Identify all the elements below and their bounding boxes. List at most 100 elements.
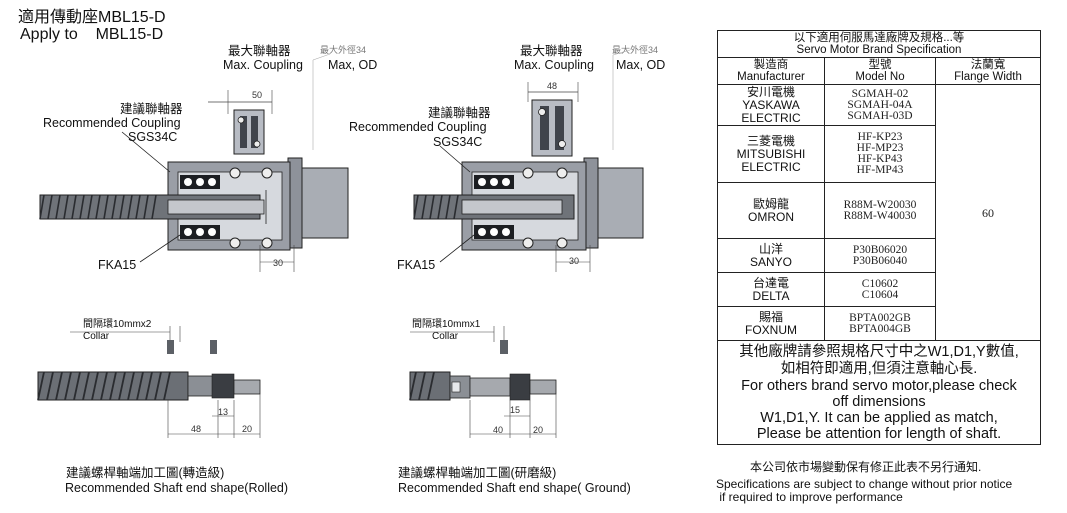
model-no: P30B06020 — [852, 243, 908, 256]
right-shaft-dim-40: 40 — [493, 425, 504, 435]
mfg-en2: ELECTRIC — [741, 110, 801, 125]
left-fka-label: FKA15 — [98, 258, 137, 272]
model-no: HF-KP23 — [857, 131, 903, 143]
left-caption-en: Recommended Shaft end shape(Rolled) — [65, 481, 289, 495]
right-fka-label: FKA15 — [397, 258, 436, 272]
mfg-en: FOXNUM — [745, 322, 797, 337]
left-caption-cn: 建議螺桿軸端加工圖(轉造級) — [66, 466, 225, 480]
col-manufacturer-en: Manufacturer — [737, 71, 805, 83]
table-row: 安川電機 YASKAWA ELECTRIC SGMAH-02 SGMAH-04A… — [717, 84, 1041, 341]
left-shaft-dim-48: 48 — [191, 424, 202, 434]
mfg-en: SANYO — [749, 254, 792, 269]
note-cn-1: 其他廠牌請參照規格尺寸中之W1,D1,Y數值, — [739, 343, 1019, 360]
right-shaft-drawing — [409, 326, 557, 438]
table-row: 山洋 SANYO P30B06020 P30B06040 — [717, 238, 1041, 273]
col-flange-cn: 法蘭寬 — [970, 59, 1006, 71]
title-en: Apply to MBL15-D — [20, 26, 164, 43]
model-no: HF-MP23 — [856, 142, 904, 154]
col-manufacturer-cn: 製造商 — [753, 59, 789, 71]
model-no: HF-MP43 — [856, 164, 904, 176]
note-en-3: W1,D1,Y. It can be applied as match, — [760, 409, 998, 426]
left-shaft-dim-13: 13 — [218, 407, 229, 417]
model-no: SGMAH-03D — [847, 109, 913, 122]
note-cn-2: 如相符即適用,但須注意軸心長. — [780, 360, 978, 377]
mfg-cn: 三菱電機 — [746, 133, 795, 148]
model-no: SGMAH-02 — [851, 87, 909, 100]
footer-cn: 本公司依市場變動保有修正此表不另行通知. — [750, 460, 982, 474]
left-dim-top: 50 — [252, 90, 263, 100]
right-max-od-cn: 最大外徑34 — [612, 45, 659, 55]
mfg-en: YASKAWA — [742, 97, 800, 112]
table-row: 歐姆龍 OMRON R88M-W20030 R88M-W40030 — [717, 182, 1041, 239]
model-no: SGMAH-04A — [847, 98, 913, 111]
right-collar-cn: 間隔環10mmx1 — [412, 319, 481, 330]
left-rec-coupling-model: SGS34C — [128, 130, 178, 144]
model-no: P30B06040 — [852, 254, 908, 267]
left-rec-coupling-en: Recommended Coupling — [43, 116, 181, 130]
footer-en-2: if required to improve performance — [716, 490, 903, 504]
mfg-cn: 台達電 — [752, 275, 789, 290]
mfg-en: MITSUBISHI — [736, 146, 806, 161]
model-no: C10604 — [861, 288, 899, 301]
left-shaft-dim-20: 20 — [242, 424, 253, 434]
table-header-cn: 以下適用伺服馬達廠牌及規格...等 — [793, 32, 965, 44]
right-assembly-drawing — [413, 49, 644, 272]
left-max-coupling-en: Max. Coupling — [223, 58, 303, 72]
col-model-en: Model No — [855, 71, 905, 83]
note-en-4: Please be attention for length of shaft. — [756, 425, 1002, 442]
right-rec-coupling-en: Recommended Coupling — [349, 120, 487, 134]
model-no: R88M-W20030 — [843, 198, 917, 211]
left-max-coupling-cn: 最大聯軸器 — [228, 44, 291, 58]
left-collar-en: Collar — [83, 331, 110, 342]
left-dim-30: 30 — [273, 258, 284, 268]
mfg-cn: 賜福 — [758, 309, 783, 324]
table-header: 以下適用伺服馬達廠牌及規格...等 Servo Motor Brand Spec… — [717, 30, 1041, 58]
right-collar-en: Collar — [432, 331, 459, 342]
right-max-coupling-cn: 最大聯軸器 — [520, 44, 583, 58]
flange-width-value: 60 — [935, 84, 1041, 341]
right-dim-top: 48 — [547, 81, 558, 91]
right-shaft-dim-15: 15 — [510, 405, 521, 415]
note-en-1: For others brand servo motor,please chec… — [741, 377, 1017, 394]
left-max-od-cn: 最大外徑34 — [320, 45, 367, 55]
table-row: 台達電 DELTA C10602 C10604 — [717, 272, 1041, 307]
mfg-en2: ELECTRIC — [741, 159, 801, 174]
title-cn: 適用傳動座MBL15-D — [18, 9, 166, 26]
col-manufacturer: 製造商 Manufacturer — [717, 57, 825, 85]
right-dim-30: 30 — [569, 256, 580, 266]
right-max-od-en: Max, OD — [616, 58, 666, 72]
left-collar-cn: 間隔環10mmx2 — [83, 319, 152, 330]
col-flange-en: Flange Width — [954, 71, 1022, 83]
col-model: 型號 Model No — [824, 57, 936, 85]
model-no: HF-KP43 — [857, 153, 903, 165]
table-header-en: Servo Motor Brand Specification — [796, 44, 962, 56]
flange-width-text: 60 — [982, 205, 994, 220]
table-note: 其他廠牌請參照規格尺寸中之W1,D1,Y數值, 如相符即適用,但須注意軸心長. … — [717, 340, 1041, 445]
mfg-en: DELTA — [752, 288, 790, 303]
left-rec-coupling-cn: 建議聯軸器 — [120, 102, 183, 116]
mfg-en: OMRON — [748, 209, 794, 224]
note-en-2: off dimensions — [832, 393, 926, 410]
servo-motor-spec-table: 以下適用伺服馬達廠牌及規格...等 Servo Motor Brand Spec… — [717, 30, 1041, 445]
right-rec-coupling-cn: 建議聯軸器 — [428, 106, 491, 120]
right-shaft-dim-20: 20 — [533, 425, 544, 435]
right-max-coupling-en: Max. Coupling — [514, 58, 594, 72]
model-no: BPTA002GB — [849, 311, 911, 324]
mfg-cn: 歐姆龍 — [752, 196, 789, 211]
left-shaft-drawing — [37, 326, 261, 438]
mfg-cn: 山洋 — [758, 241, 783, 256]
left-assembly-drawing — [39, 53, 349, 272]
model-no: R88M-W40030 — [843, 209, 917, 222]
left-max-od-en: Max, OD — [328, 58, 378, 72]
right-caption-en: Recommended Shaft end shape( Ground) — [398, 481, 631, 495]
model-no: BPTA004GB — [849, 322, 911, 335]
right-rec-coupling-model: SGS34C — [433, 135, 483, 149]
table-row: 賜福 FOXNUM BPTA002GB BPTA004GB — [717, 306, 1041, 341]
right-caption-cn: 建議螺桿軸端加工圖(研磨級) — [398, 466, 557, 480]
model-no: C10602 — [861, 277, 899, 290]
col-flange: 法蘭寬 Flange Width — [935, 57, 1041, 85]
mfg-cn: 安川電機 — [746, 84, 795, 99]
footer-en-1: Specifications are subject to change wit… — [716, 477, 1013, 491]
col-model-cn: 型號 — [868, 59, 892, 71]
table-row: 三菱電機 MITSUBISHI ELECTRIC HF-KP23 HF-MP23… — [717, 125, 1041, 183]
